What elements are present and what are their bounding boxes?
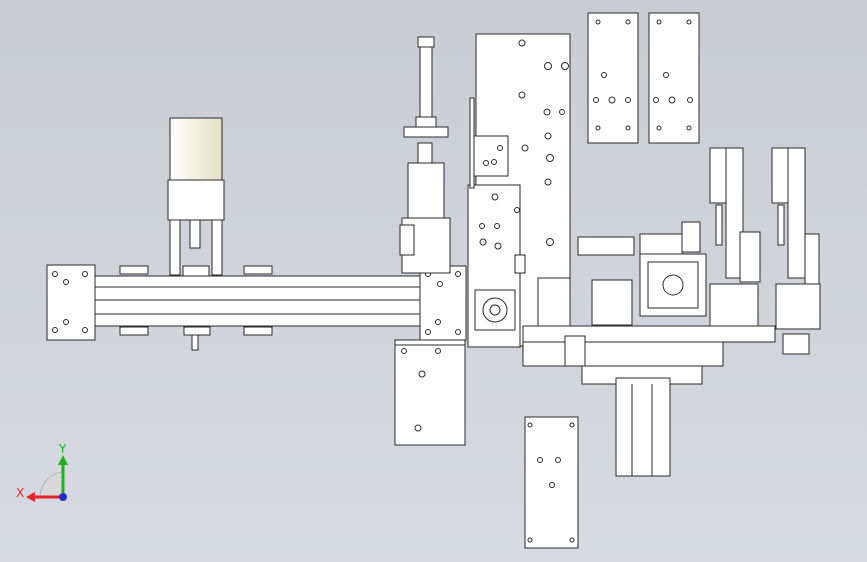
right-actuators — [709, 147, 821, 330]
conveyor-rail — [94, 275, 421, 327]
lower-bin — [394, 339, 466, 446]
vertical-cylinder — [399, 36, 451, 274]
y-axis-label: Y — [58, 442, 67, 456]
middle-mechanism — [522, 221, 810, 477]
x-axis-label: X — [16, 486, 24, 500]
conveyor-end-plate-right — [419, 265, 467, 341]
conveyor-assembly — [46, 264, 467, 341]
axis-triad — [26, 455, 68, 502]
left-motor — [167, 117, 225, 351]
top-plates — [587, 12, 700, 144]
main-vertical-plate — [467, 33, 571, 348]
lower-plate — [524, 416, 579, 549]
